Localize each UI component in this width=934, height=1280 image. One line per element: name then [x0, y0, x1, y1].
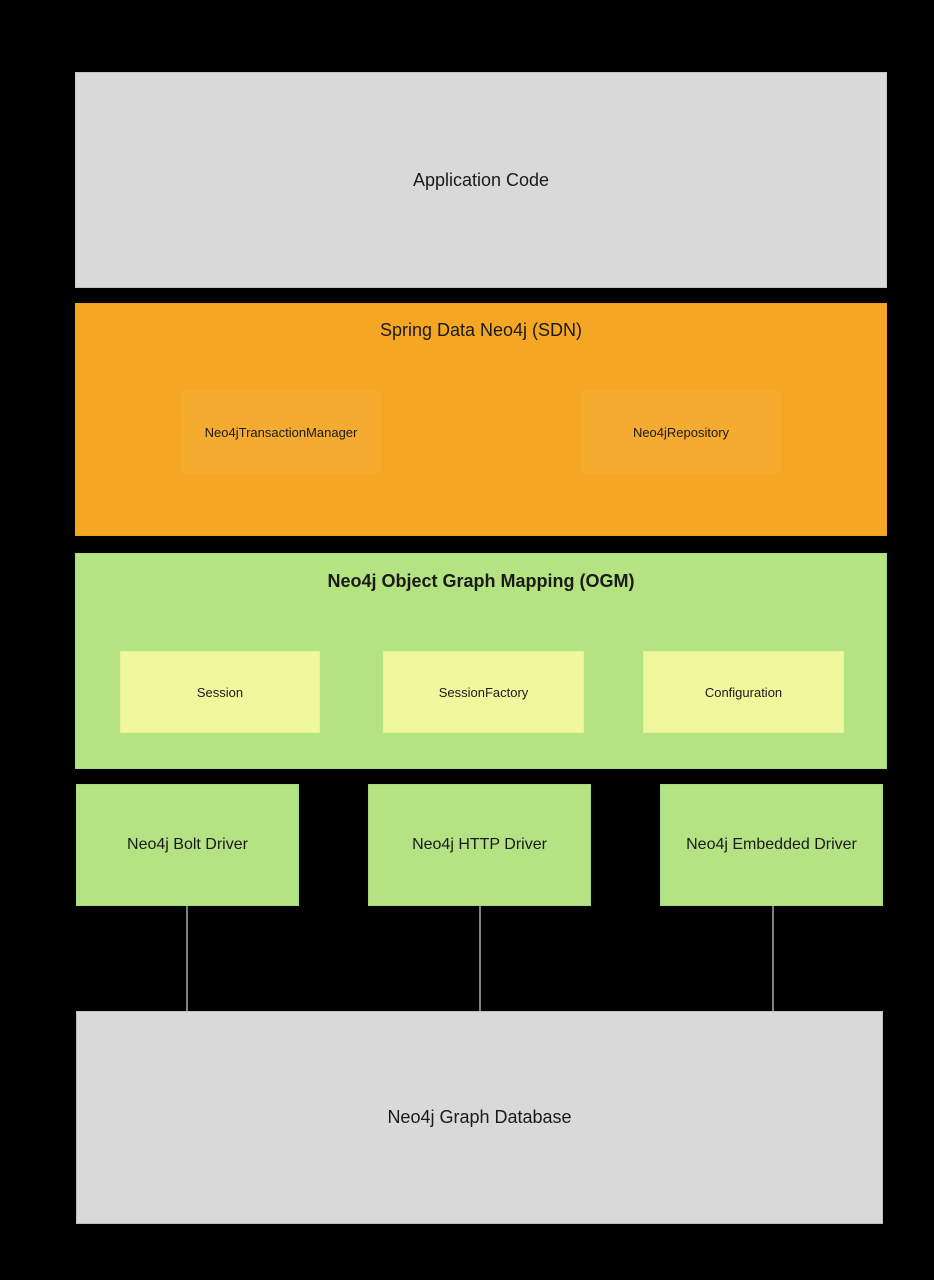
driver-embedded: Neo4j Embedded Driver [660, 784, 883, 906]
component-configuration: Configuration [643, 651, 844, 733]
component-configuration-label: Configuration [704, 684, 783, 700]
component-neo4j-repository: Neo4jRepository [581, 391, 781, 473]
component-session: Session [120, 651, 320, 733]
layer-graph-database-label: Neo4j Graph Database [387, 1107, 572, 1127]
layer-application-code: Application Code [75, 72, 887, 288]
driver-http: Neo4j HTTP Driver [368, 784, 591, 906]
connector-bolt-to-database [186, 906, 188, 1011]
layer-object-graph-mapping-title: Neo4j Object Graph Mapping (OGM) [327, 571, 635, 591]
layer-spring-data-neo4j: Spring Data Neo4j (SDN) Neo4jTransaction… [75, 303, 887, 536]
component-neo4j-transaction-manager: Neo4jTransactionManager [181, 391, 381, 473]
connector-embedded-to-database [772, 906, 774, 1011]
driver-http-label: Neo4j HTTP Driver [412, 836, 547, 853]
connector-http-to-database [479, 906, 481, 1011]
component-neo4j-repository-label: Neo4jRepository [632, 424, 730, 440]
layer-application-code-label: Application Code [412, 169, 550, 190]
driver-embedded-label: Neo4j Embedded Driver [686, 836, 857, 853]
component-session-factory-label: SessionFactory [438, 684, 529, 700]
driver-bolt: Neo4j Bolt Driver [76, 784, 299, 906]
component-neo4j-transaction-manager-label: Neo4jTransactionManager [204, 424, 358, 440]
driver-bolt-label: Neo4j Bolt Driver [127, 836, 248, 853]
layer-object-graph-mapping: Neo4j Object Graph Mapping (OGM) Session… [75, 553, 887, 769]
layer-graph-database: Neo4j Graph Database [76, 1011, 883, 1224]
layer-spring-data-neo4j-title: Spring Data Neo4j (SDN) [379, 320, 583, 340]
component-session-label: Session [196, 684, 244, 700]
component-session-factory: SessionFactory [383, 651, 584, 733]
